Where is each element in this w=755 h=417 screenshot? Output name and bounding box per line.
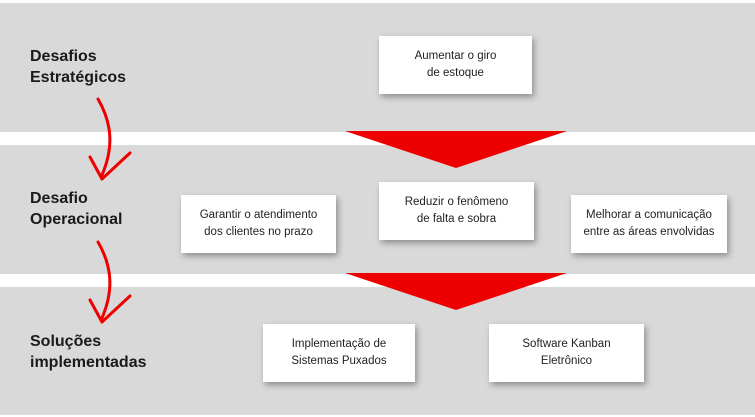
down-triangle-icon-2 <box>345 273 567 310</box>
curved-arrow-icon-1 <box>88 97 132 181</box>
label-strategic-challenges: Desafios Estratégicos <box>30 48 127 86</box>
down-triangle-icon-1 <box>345 131 567 168</box>
box-kanban-software: Software Kanban Eletrônico <box>489 324 644 382</box>
box-pull-systems: Implementação de Sistemas Puxados <box>263 324 415 382</box>
box-improve-communication: Melhorar a comunicação entre as áreas en… <box>571 195 727 253</box>
label-implemented-solutions: Soluções implementadas <box>30 333 147 371</box>
label-operational-challenge: Desafio Operacional <box>30 190 123 228</box>
box-reduce-shortage-surplus: Reduzir o fenômeno de falta e sobra <box>379 182 534 240</box>
band-strategic <box>0 3 755 132</box>
curved-arrow-icon-2 <box>88 240 132 324</box>
box-increase-inventory-turnover: Aumentar o giro de estoque <box>379 36 532 94</box>
box-ensure-customer-service: Garantir o atendimento dos clientes no p… <box>181 195 336 253</box>
